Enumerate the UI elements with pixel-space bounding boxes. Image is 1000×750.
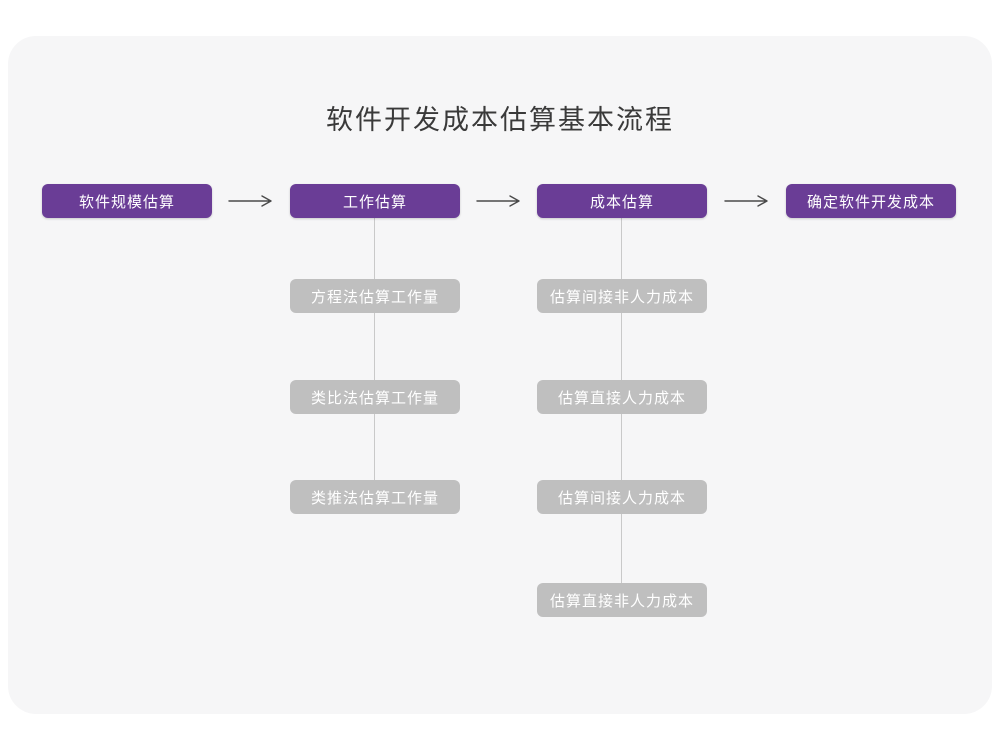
flow-step-software-scale-estimation[interactable]: 软件规模估算 bbox=[42, 184, 212, 218]
sub-node-analogy-method[interactable]: 类推法估算工作量 bbox=[290, 480, 460, 514]
sub-node-equation-method[interactable]: 方程法估算工作量 bbox=[290, 279, 460, 313]
sub-node-indirect-nonlabor-cost[interactable]: 估算间接非人力成本 bbox=[537, 279, 707, 313]
flow-step-determine-development-cost[interactable]: 确定软件开发成本 bbox=[786, 184, 956, 218]
sub-node-indirect-labor-cost[interactable]: 估算间接人力成本 bbox=[537, 480, 707, 514]
sub-node-direct-nonlabor-cost[interactable]: 估算直接非人力成本 bbox=[537, 583, 707, 617]
arrow-right-icon bbox=[228, 195, 272, 207]
arrow-right-icon bbox=[476, 195, 520, 207]
connector-line-work bbox=[374, 218, 375, 480]
sub-node-direct-labor-cost[interactable]: 估算直接人力成本 bbox=[537, 380, 707, 414]
diagram-title: 软件开发成本估算基本流程 bbox=[326, 105, 674, 135]
flow-step-cost-estimation[interactable]: 成本估算 bbox=[537, 184, 707, 218]
arrow-right-icon bbox=[724, 195, 768, 207]
sub-node-comparison-method[interactable]: 类比法估算工作量 bbox=[290, 380, 460, 414]
diagram-card bbox=[8, 36, 992, 714]
flow-step-work-estimation[interactable]: 工作估算 bbox=[290, 184, 460, 218]
